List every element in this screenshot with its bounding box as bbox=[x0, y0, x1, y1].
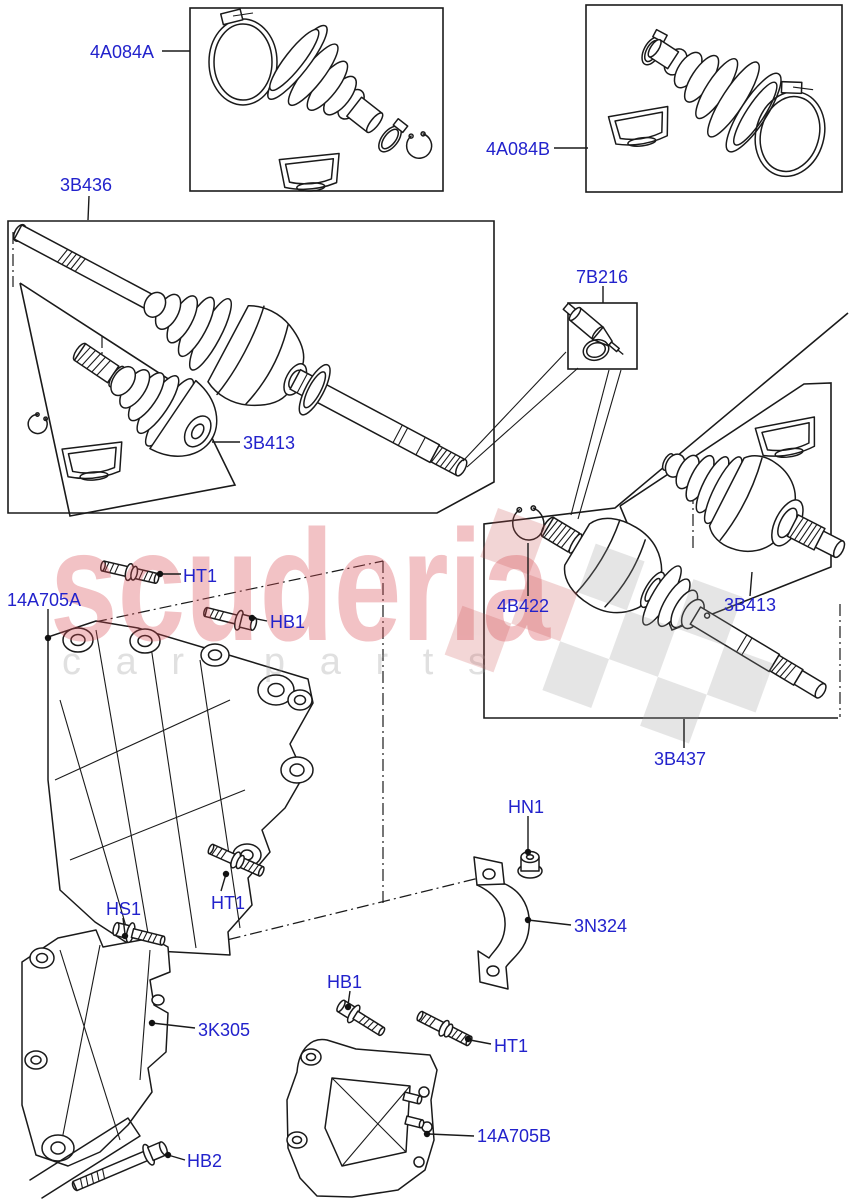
boot-kit-a-drawing bbox=[208, 8, 433, 194]
bracket-3k305-drawing bbox=[21, 929, 171, 1199]
part-label-boot-kit-inner: 4A084B bbox=[486, 139, 550, 159]
part-label-grease-kit: 7B216 bbox=[576, 267, 628, 287]
snap-ring-drawing bbox=[511, 505, 545, 541]
assembly-centerlines bbox=[94, 560, 480, 951]
leader-lines bbox=[44, 50, 753, 1161]
part-label-joint-rh: 3B413 bbox=[724, 595, 776, 615]
bolt-ht1-c-drawing bbox=[413, 1006, 476, 1051]
boot-kit-b-drawing bbox=[607, 27, 839, 186]
part-label-bolt-ht1-a: HT1 bbox=[183, 566, 217, 586]
part-labels: 4A084A 4A084B 3B436 7B216 3B413 4B422 3B… bbox=[7, 42, 776, 1171]
mount-bracket-b-drawing bbox=[286, 1038, 438, 1198]
part-label-nut-hn1: HN1 bbox=[508, 797, 544, 817]
cv-joint-lh-drawing bbox=[27, 342, 218, 483]
part-label-front-shaft-rh: 3B437 bbox=[654, 749, 706, 769]
part-label-clamp-3n324: 3N324 bbox=[574, 916, 627, 936]
part-label-mount-bracket-a: 14A705A bbox=[7, 590, 81, 610]
nut-hn1-drawing bbox=[517, 850, 543, 879]
part-label-bolt-hb1-a: HB1 bbox=[270, 612, 305, 632]
part-label-joint-lh: 3B413 bbox=[243, 433, 295, 453]
watermark-tagline: car parts bbox=[62, 641, 487, 683]
part-label-snap-ring: 4B422 bbox=[497, 596, 549, 616]
front-drive-shaft-lh-drawing bbox=[12, 223, 468, 477]
part-label-mount-bracket-b: 14A705B bbox=[477, 1126, 551, 1146]
boot-kit-b-box bbox=[585, 4, 843, 193]
part-label-bolt-hb1-b: HB1 bbox=[327, 972, 362, 992]
part-label-boot-kit-outer: 4A084A bbox=[90, 42, 154, 62]
part-label-front-shaft-lh: 3B436 bbox=[60, 175, 112, 195]
watermark-checker-flag bbox=[444, 508, 774, 744]
clamp-3n324-drawing bbox=[473, 856, 531, 990]
bolt-hb1-b-drawing bbox=[332, 995, 390, 1042]
watermark-brand: scuderia bbox=[50, 498, 551, 674]
front-shaft-rh-box bbox=[483, 312, 849, 719]
part-label-bolt-hb2: HB2 bbox=[187, 1151, 222, 1171]
part-label-bolt-ht1-b: HT1 bbox=[211, 893, 245, 913]
cv-joint-rh-drawing bbox=[661, 416, 846, 559]
part-label-bolt-ht1-c: HT1 bbox=[494, 1036, 528, 1056]
mount-bracket-a-drawing bbox=[47, 620, 314, 956]
part-label-bolt-hs1: HS1 bbox=[106, 899, 141, 919]
part-label-bracket-3k305: 3K305 bbox=[198, 1020, 250, 1040]
grease-kit-drawing bbox=[562, 302, 624, 362]
front-shaft-lh-box bbox=[7, 220, 495, 514]
front-drive-shaft-rh-drawing bbox=[540, 516, 827, 699]
